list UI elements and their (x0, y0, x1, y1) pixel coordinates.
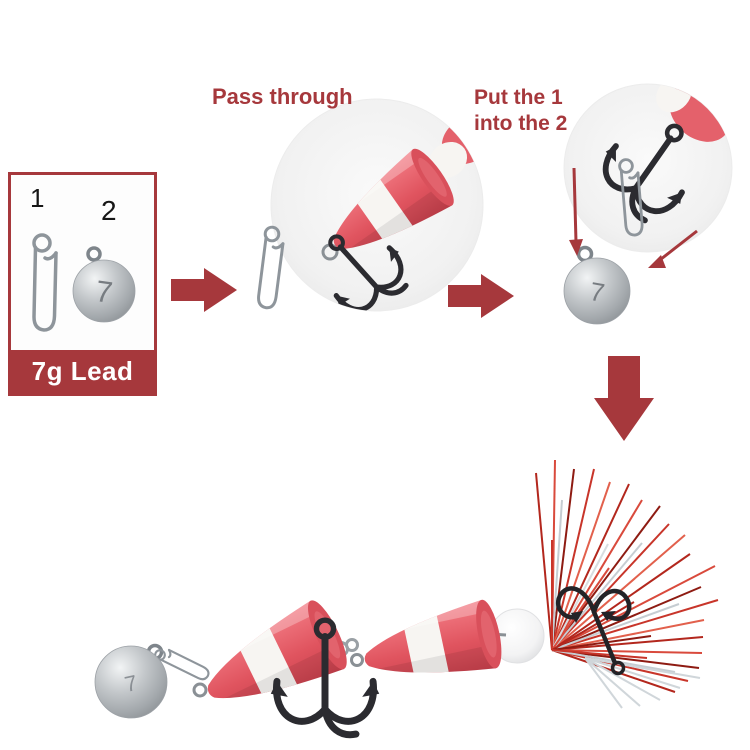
snap-clip-icon (617, 157, 646, 238)
tail-hook-icon (555, 586, 632, 676)
lure-head-icon (312, 142, 461, 276)
lead-ball-step2: 7 (563, 245, 631, 325)
belly-hook-icon (271, 620, 380, 735)
step2-line1: Put the 1 (474, 86, 563, 109)
step2-label: Put the 1 into the 2 (474, 85, 567, 137)
arrow-right-icon (171, 268, 237, 312)
tinsel-tail (535, 459, 719, 709)
eyelet-icon (576, 245, 594, 263)
arrow-right-icon (448, 274, 514, 318)
eyelet-icon (350, 653, 364, 667)
part-1-label: 1 (30, 183, 45, 213)
body-segment-2 (350, 596, 507, 697)
snap-clip-icon (152, 644, 212, 683)
eyelet-icon (192, 682, 208, 698)
pointer-arrow-icon (655, 229, 698, 265)
step2-line2: into the 2 (474, 112, 568, 135)
assembled-lure: 7 (94, 459, 719, 735)
part-2-label: 2 (101, 195, 117, 226)
joint-wire-icon (489, 632, 507, 637)
inset-circle-pass-through (256, 98, 484, 328)
joint-ring-icon (333, 638, 359, 657)
step2-ball-digit: 7 (587, 276, 606, 308)
inset-circle-hook (563, 83, 733, 253)
lead-ball-weight: 7 (94, 643, 212, 719)
pointer-arrow-icon (572, 167, 578, 243)
tail-ball (489, 608, 545, 664)
weight-ball-digit: 7 (122, 670, 139, 697)
body-segment-1 (188, 594, 354, 730)
arrow-down-icon (594, 356, 654, 441)
lure-tip-icon (669, 84, 731, 142)
treble-hook-icon (586, 101, 716, 232)
eyelet-icon (146, 643, 164, 661)
snap-clip-icon (256, 225, 287, 311)
eyelet-icon (321, 243, 339, 261)
treble-hook-icon (302, 211, 419, 328)
step1-label: Pass through (212, 84, 353, 109)
legend-caption: 7g Lead (11, 350, 154, 393)
